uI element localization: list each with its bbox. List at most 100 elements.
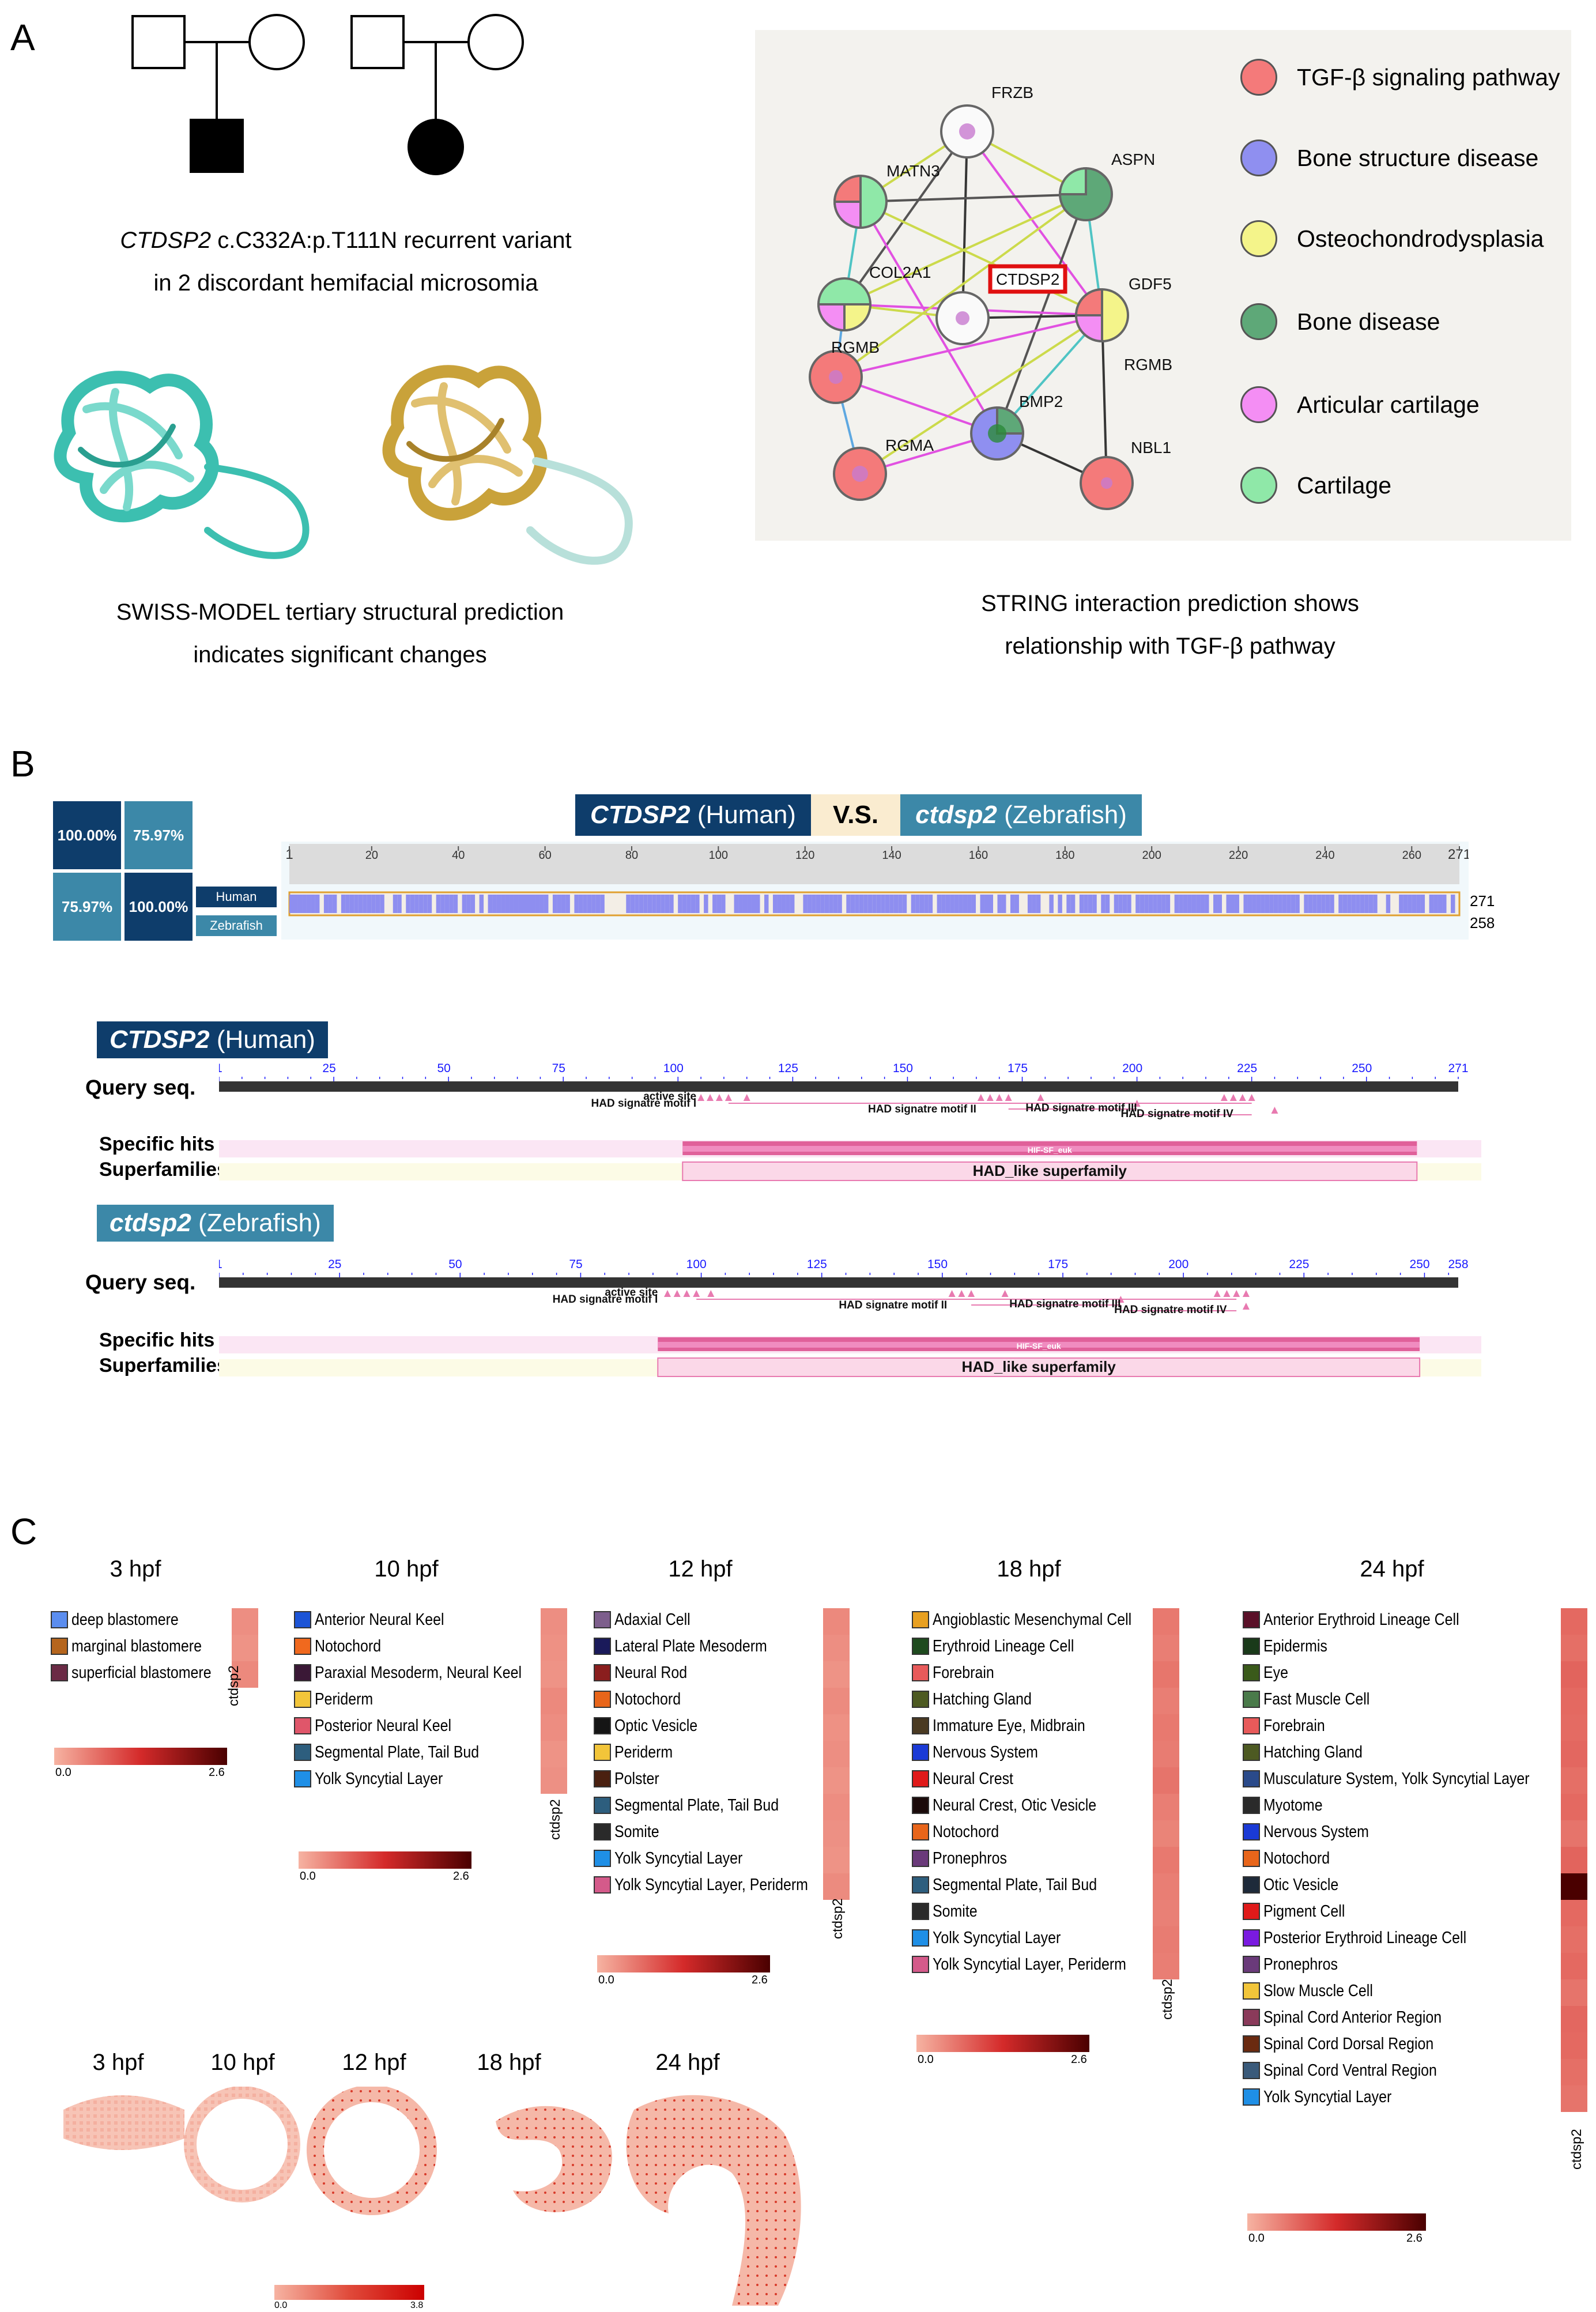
alignment-identity-mark [1066,895,1071,913]
alignment-identity-mark [980,895,985,913]
identity-cell: 75.97% [53,873,121,941]
legend-label: Somite [614,1822,659,1841]
legend-label: Pronephros [1263,1955,1338,1974]
cell-type-legend-item: Posterior Neural Keel [294,1714,536,1737]
legend-label: Hatching Gland [1263,1743,1363,1762]
alignment-identity-mark [772,895,778,913]
cell-type-legend-item: marginal blastomere [51,1635,235,1658]
legend-label: Epidermis [1263,1636,1327,1655]
alignment-identity-mark [1196,895,1201,913]
legend-dot [1240,220,1277,257]
spatial-title-24hpf: 24 hpf [655,2050,720,2075]
motif-label: HAD signatre motif IV [1121,1108,1234,1120]
alignment-identity-mark [510,895,514,913]
domain-tick-label: 225 [1289,1258,1309,1271]
heatmap-cell [541,1608,567,1635]
alignment-identity-mark [479,895,484,913]
alignment-identity-mark [1342,895,1348,913]
embryo-10hpf [184,2087,300,2202]
alignment-identity-mark [885,895,890,913]
legend-label: Lateral Plate Mesoderm [614,1636,767,1655]
alignment-identity-mark [997,895,1002,913]
legend-swatch [1243,2088,1260,2106]
legend-swatch [1243,2009,1260,2026]
legend-label: Myotome [1263,1796,1323,1815]
alignment-identity-mark [492,895,497,913]
alignment-identity-mark [747,895,752,913]
alignment-identity-mark [661,895,665,913]
domain-tick-label: 125 [778,1062,798,1075]
alignment-identity-mark [850,895,855,913]
motif-label: active site [605,1287,658,1299]
alignment-identity-mark [1153,895,1157,913]
motif-marker [743,1094,750,1101]
motif-marker [986,1094,994,1101]
legend-label: Otic Vesicle [1263,1875,1339,1894]
domain-tick-label: 25 [322,1062,335,1075]
legend-swatch [1243,1982,1260,2000]
heatmap-cell [823,1873,850,1900]
legend-swatch [594,1797,611,1814]
alignment-identity-mark [600,895,605,913]
legend-label: Notochord [315,1636,382,1655]
cell-type-legend-item: Yolk Syncytial Layer [594,1847,836,1870]
ctdsp2-highlight-box [988,264,1067,294]
cell-type-legend-item: Somite [912,1900,1154,1923]
cell-type-legend-item: Optic Vesicle [594,1714,836,1737]
gene-label-12hpf: ctdsp2 [830,1898,846,1939]
motif-marker [1213,1290,1221,1297]
heatmap-cell [1153,1714,1179,1741]
cell-type-legend-item: Nervous System [1243,1820,1565,1843]
domain-tick-label: 200 [1168,1258,1188,1271]
string-legend-item: Articular cartilage [1240,382,1575,428]
alignment-identity-mark [1187,895,1192,913]
alignment-identity-mark [656,895,661,913]
alignment-identity-mark [1399,895,1403,913]
colorscale-min: 0.0 [1248,2232,1265,2245]
alignment-identity-mark [928,895,933,913]
legend-swatch [594,1876,611,1894]
heatmap-cell [1561,2085,1587,2112]
string-legend: TGF-β signaling pathway Bone structure d… [1240,54,1575,508]
legend-swatch [594,1638,611,1655]
alignment-identity-mark [328,895,333,913]
superfamily-label: HAD_like superfamily [973,1162,1127,1179]
domain-tick-label: 100 [686,1258,707,1271]
alignment-identity-mark [1429,895,1434,913]
stage-title-12hpf: 12 hpf [668,1556,733,1582]
heatmap-cell [541,1767,567,1794]
legend-swatch [594,1770,611,1787]
node-label-nbl1: NBL1 [1131,439,1171,457]
alignment-identity-mark [423,895,428,913]
alignment-identity-mark [1403,895,1408,913]
heatmap-cell [1561,1741,1587,1767]
stage-title-24hpf: 24 hpf [1360,1556,1424,1582]
legend-dot [1240,467,1277,504]
alignment-identity-mark [323,895,329,913]
legend-dot [1240,386,1277,423]
node-label-col2a1: COL2A1 [869,263,931,281]
alignment-identity-mark [1256,895,1261,913]
cell-type-legend-item: Spinal Cord Anterior Region [1243,2006,1565,2029]
legend-label: Spinal Cord Dorsal Region [1263,2034,1434,2053]
alignment-identity-mark [1282,895,1287,913]
query-bar [219,1277,1458,1288]
alignment-identity-mark [526,895,531,913]
panel-label-a: A [10,17,35,58]
legend-label: Hatching Gland [933,1689,1032,1708]
alignment-identity-mark [565,895,570,913]
legend-label: Neural Crest [933,1769,1013,1788]
legend-swatch [1243,1664,1260,1681]
alignment-tick-label: 40 [452,849,465,862]
spatial-title-12hpf: 12 hpf [342,2050,406,2075]
legend-label: Optic Vesicle [614,1716,698,1735]
alignment-identity-mark [1265,895,1270,913]
legend-label: Periderm [315,1689,373,1708]
alignment-identity-mark [902,895,907,913]
legend-swatch [1243,1638,1260,1655]
alignment-identity-mark [833,895,838,913]
heatmap-cell [232,1635,258,1661]
legend-swatch [294,1744,311,1761]
cell-type-legend-item: Somite [594,1820,836,1843]
heatmap-cell [1561,2006,1587,2032]
